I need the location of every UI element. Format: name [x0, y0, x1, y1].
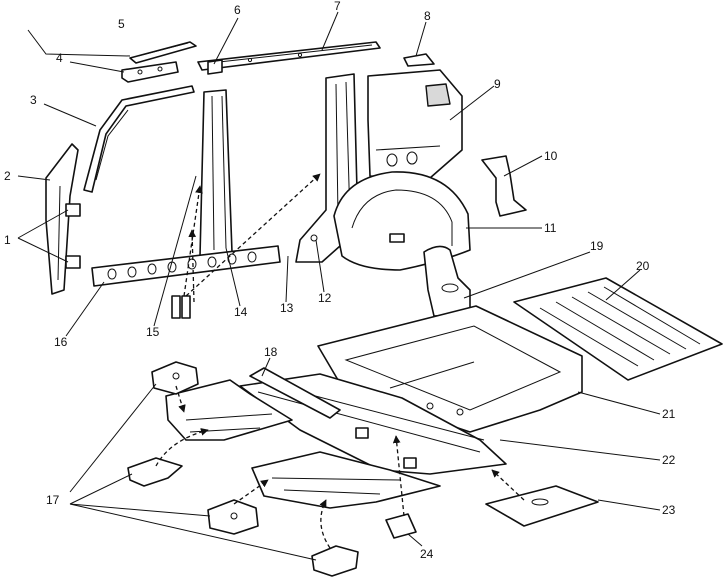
callout-2: 2 — [4, 169, 11, 183]
part-plate-23 — [485, 485, 599, 527]
assembly-arrows — [155, 173, 525, 549]
part-bracket-6 — [207, 59, 223, 75]
callout-1: 1 — [4, 233, 11, 247]
callout-21: 21 — [662, 407, 676, 421]
callout-23: 23 — [662, 503, 676, 517]
part-bracket-17d — [311, 545, 359, 577]
part-rear-roof-rail — [403, 53, 435, 67]
part-sill — [91, 245, 281, 287]
callout-10: 10 — [544, 149, 558, 163]
callout-3: 3 — [30, 93, 37, 107]
part-bracket-17a — [151, 361, 199, 395]
part-bracket-10 — [481, 155, 527, 217]
callout-22: 22 — [662, 453, 676, 467]
part-cross-member — [249, 367, 341, 419]
callout-4: 4 — [56, 51, 63, 65]
callout-9: 9 — [494, 77, 501, 91]
part-roof-rail-front — [129, 41, 197, 64]
callout-5: 5 — [118, 17, 125, 31]
part-wheel-arch — [333, 171, 471, 271]
part-rear-floor — [513, 277, 723, 381]
callout-8: 8 — [424, 9, 431, 23]
part-front-pillar — [45, 143, 79, 295]
callout-20: 20 — [636, 259, 650, 273]
callout-11: 11 — [544, 221, 557, 235]
callout-24: 24 — [420, 547, 434, 561]
part-quarter-panel — [367, 69, 463, 179]
leader-lines — [17, 11, 661, 561]
callout-17: 17 — [46, 493, 60, 507]
callout-14: 14 — [234, 305, 248, 319]
part-front-floor-right — [251, 451, 441, 509]
part-shock-tower — [423, 245, 471, 317]
part-roof-side-rail — [197, 41, 381, 71]
callout-12: 12 — [318, 291, 332, 305]
part-clips — [171, 295, 191, 319]
callout-labels: 1 2 3 4 5 6 7 8 9 10 11 12 13 14 15 16 1… — [4, 0, 676, 561]
callout-18: 18 — [264, 345, 278, 359]
callout-6: 6 — [234, 3, 241, 17]
part-plate-24 — [385, 513, 417, 539]
part-front-floor-left — [165, 379, 293, 441]
part-plates-1 — [65, 203, 81, 269]
callout-13: 13 — [280, 301, 294, 315]
part-a-pillar — [83, 85, 195, 193]
callout-15: 15 — [146, 325, 160, 339]
callout-7: 7 — [334, 0, 341, 13]
part-bracket-17b — [127, 457, 183, 487]
part-b-pillar — [199, 89, 233, 257]
callout-16: 16 — [54, 335, 68, 349]
callout-19: 19 — [590, 239, 604, 253]
part-header-corner — [121, 61, 179, 83]
part-bracket-17c — [207, 499, 259, 535]
